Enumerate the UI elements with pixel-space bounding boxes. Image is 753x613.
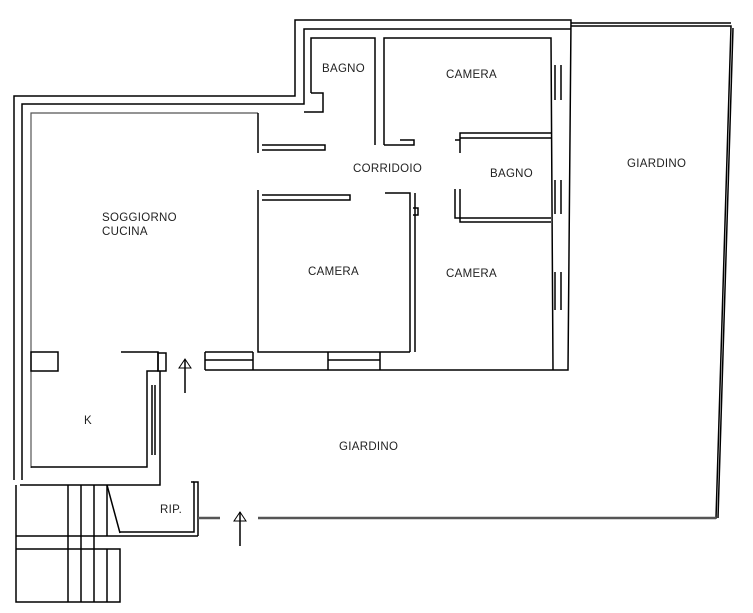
room-label-kitchen: K [84,415,92,427]
room-label-camera: CAMERA [308,266,360,278]
room-label-giardino: GIARDINO [339,441,399,453]
room-label-camera: CAMERA [446,268,498,280]
room-label-giardino: GIARDINO [627,158,687,170]
stairs [15,481,199,603]
room-label-camera: CAMERA [446,69,498,81]
room-label-bagno: BAGNO [322,63,366,75]
room-label-corridoio: CORRIDOIO [353,163,423,175]
kitchen-walls [20,351,167,486]
room-label-ripostiglio: RIP. [160,504,183,516]
room-label-bagno: BAGNO [490,168,534,180]
entrance-arrow-icon [178,358,192,393]
interior-walls [257,37,562,371]
room-label-soggiorno: SOGGIORNO CUCINA [102,211,177,239]
garden-boundary [198,22,734,520]
entrance-arrow-icon [233,511,247,546]
exterior-walls [13,19,572,480]
room-label-soggiorno-line1: SOGGIORNO [102,212,177,224]
room-label-soggiorno-line2: CUCINA [102,226,148,238]
